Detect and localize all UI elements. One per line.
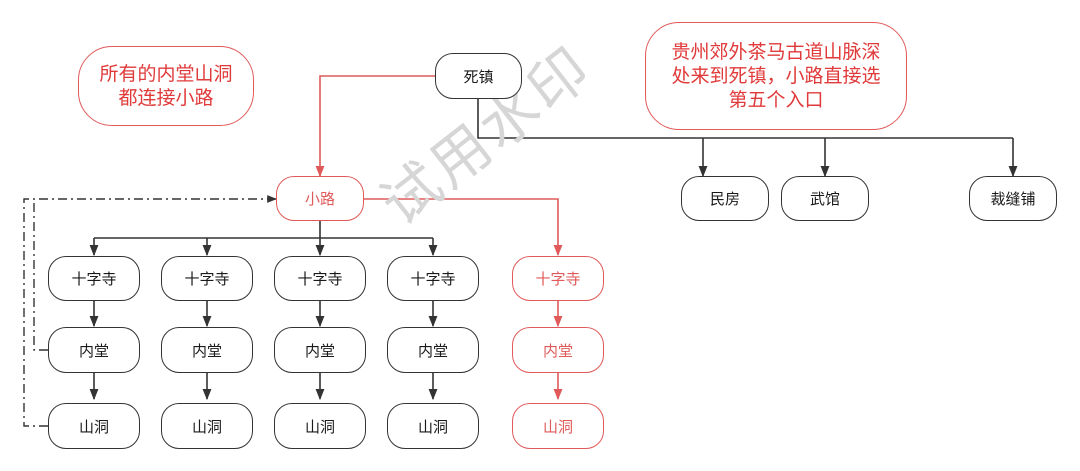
node-wuguan[interactable]: 武馆 <box>781 176 869 221</box>
edge-path-to-temples <box>94 221 433 239</box>
node-temple[interactable]: 十字寺 <box>274 256 366 301</box>
note-right-line-3: 第五个入口 <box>728 89 824 111</box>
note-left-line-1: 所有的内堂山洞 <box>99 63 233 85</box>
note-left: 所有的内堂山洞都连接小路 <box>78 46 254 126</box>
node-hall[interactable]: 内堂 <box>48 327 140 373</box>
column-edges <box>89 301 563 401</box>
node-temple-highlight[interactable]: 十字寺 <box>512 256 604 301</box>
node-temple[interactable]: 十字寺 <box>161 256 253 301</box>
edge-to-temple-5 <box>364 198 563 257</box>
node-temple[interactable]: 十字寺 <box>48 256 140 301</box>
node-cave[interactable]: 山洞 <box>387 403 479 449</box>
node-root[interactable]: 死镇 <box>435 53 522 99</box>
edge-root-to-path <box>315 75 435 178</box>
edge-root-to-branches <box>477 99 1013 139</box>
node-minfang[interactable]: 民房 <box>681 176 769 221</box>
node-cave[interactable]: 山洞 <box>161 403 253 449</box>
node-hall[interactable]: 内堂 <box>274 327 366 373</box>
node-cave-highlight[interactable]: 山洞 <box>512 403 604 449</box>
node-caifengpu[interactable]: 裁缝铺 <box>969 176 1057 221</box>
node-temple[interactable]: 十字寺 <box>387 256 479 301</box>
note-right: 贵州郊外茶马古道山脉深处来到死镇，小路直接选第五个入口 <box>645 22 907 130</box>
node-hall[interactable]: 内堂 <box>387 327 479 373</box>
dashed-loop-cave <box>23 195 277 427</box>
node-path[interactable]: 小路 <box>276 176 364 221</box>
node-hall[interactable]: 内堂 <box>161 327 253 373</box>
dashed-loop-hall <box>33 199 48 351</box>
note-left-line-2: 都连接小路 <box>118 87 214 109</box>
note-right-line-2: 处来到死镇，小路直接选 <box>671 65 881 87</box>
node-cave[interactable]: 山洞 <box>274 403 366 449</box>
note-right-line-1: 贵州郊外茶马古道山脉深 <box>671 41 881 63</box>
node-hall-highlight[interactable]: 内堂 <box>512 327 604 373</box>
node-cave[interactable]: 山洞 <box>48 403 140 449</box>
